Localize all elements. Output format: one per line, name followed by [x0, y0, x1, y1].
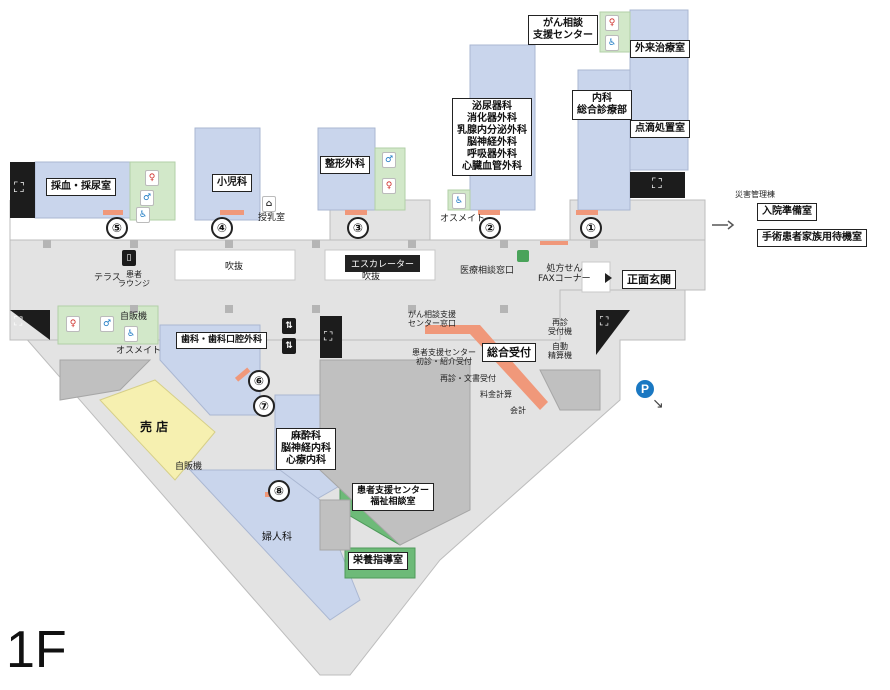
waypoint-4: ④	[211, 217, 233, 239]
parking-icon[interactable]: P	[636, 380, 654, 398]
waypoint-6: ⑥	[248, 370, 270, 392]
medical-consult-window: 医療相談窓口	[460, 266, 515, 276]
accent-6	[234, 367, 251, 382]
accent-reception-counter	[425, 325, 548, 410]
accent-2	[478, 210, 500, 215]
patient-lounge: 患者 ラウンジ	[118, 270, 150, 289]
stairs-block-leftmid	[10, 310, 50, 340]
stairs-icon: ⛶	[324, 329, 333, 343]
disaster-bldg: 災害管理棟	[735, 190, 775, 199]
room-internal-medicine: 内科 総合診療部	[572, 90, 632, 120]
accent-3	[345, 210, 367, 215]
waypoint-8: ⑧	[268, 480, 290, 502]
block-right	[539, 369, 601, 411]
room-urology-group: 泌尿器科 消化器外科 乳腺内分泌外科 脳神経外科 呼吸器外科 心臓血管外科	[452, 98, 532, 176]
waypoint-7: ⑦	[253, 395, 275, 417]
room-nursing: 授乳室	[258, 213, 286, 223]
restroom-female-icon: ♀	[145, 170, 159, 186]
waypoint-5: ⑤	[106, 217, 128, 239]
restroom-female-icon: ♀	[605, 15, 619, 31]
osumeito-left: オスメイト	[116, 346, 162, 356]
room-anesthesia-group: 麻酔科 脳神経内科 心療内科	[276, 428, 336, 470]
auto-payment-machine: 自動 精算機	[548, 342, 572, 361]
room-cancer-support: がん相談 支援センター	[528, 15, 598, 45]
revisit-docs: 再診・文書受付	[440, 374, 496, 383]
waypoint-3: ③	[347, 217, 369, 239]
room-outpatient-chemo: 外来治療室	[630, 40, 690, 58]
room-iv: 点滴処置室	[630, 120, 690, 138]
stairs-icon: ⛶	[14, 180, 24, 196]
prescription-fax: 処方せん FAXコーナー	[538, 264, 591, 285]
accent-5	[103, 210, 123, 215]
accessible-icon: ♿	[124, 326, 138, 342]
patient-support-first: 患者支援センター 初診・紹介受付	[412, 348, 476, 367]
stairs-block-right	[596, 310, 630, 355]
terrace: テラス	[94, 273, 121, 283]
elevator-icon: ⇅	[282, 318, 296, 334]
floor-label: 1F	[6, 621, 67, 679]
accessible-icon: ♿	[136, 207, 150, 223]
area-store	[99, 379, 216, 481]
waypoint-1: ①	[580, 217, 602, 239]
vending-machine-icon: ▯	[122, 250, 136, 266]
parking-arrow-icon: ↘	[652, 396, 664, 412]
area-chemo	[629, 9, 689, 171]
room-patient-support: 患者支援センター 福祉相談室	[352, 483, 435, 511]
room-orthopedics: 整形外科	[320, 156, 370, 174]
store-vending: 自販機	[175, 462, 203, 472]
room-store: 売 店	[140, 420, 169, 434]
escalator-label: エスカレーター	[345, 255, 421, 272]
fee-calc: 料金計算	[480, 390, 512, 399]
restroom-male-icon: ♂	[140, 190, 154, 206]
stairs-icon: ⛶	[600, 314, 609, 328]
room-pediatrics: 小児科	[212, 174, 252, 192]
revisit-reception-machine: 再診 受付機	[548, 318, 572, 337]
atrium-left-shape	[174, 249, 296, 281]
atrium-left: 吹抜	[225, 262, 244, 272]
block-left-low	[59, 359, 152, 401]
restroom-female-icon: ♀	[66, 316, 80, 332]
restroom-male-icon: ♂	[100, 316, 114, 332]
admission-prep[interactable]: 入院準備室	[757, 203, 817, 221]
cashier: 会計	[510, 406, 526, 415]
main-entrance[interactable]: 正面玄関	[622, 270, 676, 290]
room-blood-collection: 採血・採尿室	[46, 178, 116, 196]
stairs-block-mid	[320, 316, 342, 358]
accent-1	[576, 210, 598, 215]
phone-icon	[517, 250, 529, 262]
general-reception[interactable]: 総合受付	[482, 343, 536, 363]
stairs-block-left	[10, 162, 35, 218]
room-gynecology: 婦人科	[262, 532, 292, 543]
restroom-male-icon: ♂	[382, 152, 396, 168]
accent-prescription	[540, 241, 568, 245]
room-dental: 歯科・歯科口腔外科	[176, 332, 268, 349]
stairs-block-tr	[630, 172, 685, 198]
room-nutrition: 栄養指導室	[348, 552, 408, 570]
stairs-icon: ⛶	[14, 314, 23, 328]
atrium-right: 吹抜	[362, 272, 381, 282]
cancer-support-window: がん相談支援 センター窓口	[408, 310, 456, 329]
accessible-icon: ♿	[452, 193, 466, 209]
stairs-icon: ⛶	[652, 176, 662, 192]
elevator-icon: ⇅	[282, 338, 296, 354]
accessible-icon: ♿	[605, 35, 619, 51]
block-lower-mid	[319, 499, 351, 551]
osumeito-right: オスメイト	[440, 214, 486, 224]
nursing-icon: ⌂	[262, 196, 276, 212]
vending-left: 自販機	[120, 312, 148, 322]
waypoint-2: ②	[479, 217, 501, 239]
restroom-female-icon: ♀	[382, 178, 396, 194]
entrance-arrow-icon	[605, 273, 612, 283]
accent-4	[220, 210, 244, 215]
surgery-family-wait[interactable]: 手術患者家族用待機室	[757, 229, 867, 247]
